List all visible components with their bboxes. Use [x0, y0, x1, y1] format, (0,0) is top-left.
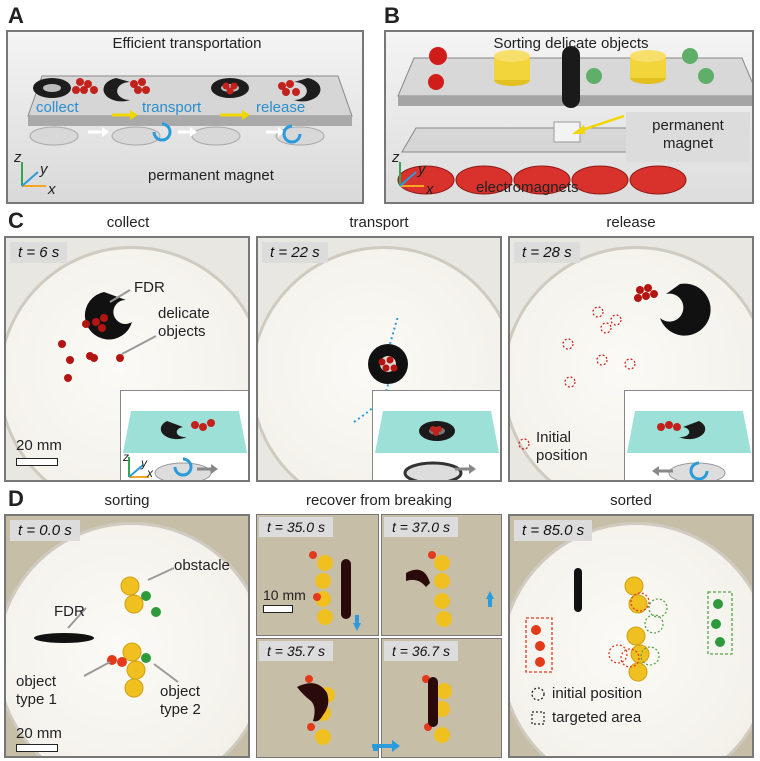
recover-d-scene: [422, 675, 452, 743]
callout-line1: permanent: [652, 117, 724, 134]
panel-c-frame-transport: t = 22 s: [256, 236, 502, 482]
b-axis-z-label: z: [392, 149, 400, 166]
electromagnets-label: electromagnets: [476, 179, 579, 196]
d-sorting-time: t = 0.0 s: [10, 520, 80, 541]
c1-inset-drawing: [121, 391, 248, 480]
c1-inset: z y x: [120, 390, 248, 480]
permanent-magnet-label: permanent magnet: [148, 167, 274, 184]
c2-time: t = 22 s: [262, 242, 328, 263]
recover-time-c: t = 35.7 s: [259, 641, 333, 661]
permanent-magnet-callout: permanent magnet: [626, 112, 750, 162]
axis-x-label: x: [48, 181, 56, 198]
legend-targeted-area: targeted area: [552, 709, 642, 726]
d-fdr-label: FDR: [54, 603, 85, 620]
initial-position-line1: Initial: [536, 429, 572, 446]
axis-z-label: z: [14, 149, 22, 166]
c2-inset: [372, 390, 500, 480]
recover-frame-d: t = 36.7 s: [381, 638, 502, 758]
c-scale-bar: [16, 458, 58, 466]
recover-frame-a: t = 35.0 s 10 mm: [256, 514, 379, 636]
c-inset-axis-x: x: [147, 466, 153, 480]
d-scale-20-bar: [16, 744, 58, 752]
c3-inset: [624, 390, 752, 480]
recover-time-b: t = 37.0 s: [384, 517, 458, 537]
c3-time: t = 28 s: [514, 242, 580, 263]
obstacle-label: obstacle: [174, 557, 230, 574]
callout-line2: magnet: [662, 135, 714, 152]
c1-objects-line1: delicate: [158, 305, 210, 322]
recover-c-scene: [297, 675, 378, 751]
c-scale-label: 20 mm: [16, 437, 62, 454]
panel-a-frame: Efficient transportation collect transpo…: [6, 30, 364, 204]
b-axis-y-label: y: [418, 161, 426, 178]
step-transport-label: transport: [142, 99, 202, 116]
panel-a-letter: A: [8, 3, 24, 28]
recover-frame-c: t = 35.7 s: [256, 638, 379, 758]
step-release-label: release: [256, 99, 306, 116]
release-scene: [518, 283, 711, 450]
b-axis-x-label: x: [426, 181, 434, 198]
panel-b-title: Sorting delicate objects: [493, 35, 649, 52]
type1-line2: type 1: [16, 691, 57, 708]
type2-line2: type 2: [160, 701, 201, 718]
transport-scene: [353, 315, 408, 423]
collect-scene: [58, 289, 157, 382]
recover-time-d: t = 36.7 s: [384, 641, 458, 661]
step-collect-label: collect: [36, 99, 79, 116]
d-scale-10-label: 10 mm: [263, 587, 306, 603]
c2-inset-drawing: [373, 391, 500, 480]
c3-inset-drawing: [625, 391, 752, 480]
panel-c-letter: C: [8, 208, 24, 233]
c1-objects-line2: objects: [158, 323, 206, 340]
c1-fdr-label: FDR: [134, 279, 165, 296]
panel-b-letter: B: [384, 3, 400, 28]
caption-collect: collect: [106, 214, 150, 231]
caption-release: release: [606, 214, 656, 231]
panel-a-title: Efficient transportation: [112, 35, 262, 52]
c1-time: t = 6 s: [10, 242, 68, 263]
d-scale-20-label: 20 mm: [16, 725, 62, 742]
panel-b-frame: Sorting delicate objects permanent magne…: [384, 30, 754, 204]
recover-time-a: t = 35.0 s: [259, 517, 333, 537]
right-arrow-icon: [372, 740, 400, 752]
initial-position-line2: position: [536, 447, 588, 464]
sorting-scene: [34, 567, 179, 698]
panel-c-frame-release: t = 28 s Initial position: [508, 236, 754, 482]
recover-b-scene: [406, 551, 494, 627]
c-inset-axis-z: z: [123, 450, 129, 464]
caption-recover: recover from breaking: [306, 492, 452, 509]
caption-sorting: sorting: [104, 492, 150, 509]
panel-d-frame-sorted: t = 85.0 s initial position targeted are…: [508, 514, 754, 758]
legend-initial-position: initial position: [552, 685, 643, 702]
type1-line1: object: [16, 673, 57, 690]
panel-a-illustration: [21, 75, 353, 187]
c-inset-axis-y: y: [141, 456, 147, 470]
panel-d-frame-sorting: t = 0.0 s FDR obstacle object type 1 obj…: [4, 514, 250, 758]
d-sorted-time: t = 85.0 s: [514, 520, 593, 541]
panel-d-letter: D: [8, 486, 24, 511]
panel-c-frame-collect: t = 6 s FDR delicate objects z y x 20 mm: [4, 236, 250, 482]
caption-transport: transport: [349, 214, 409, 231]
caption-sorted: sorted: [610, 492, 652, 509]
recover-a-scene: [309, 551, 361, 631]
recover-frame-b: t = 37.0 s: [381, 514, 502, 636]
axis-y-label: y: [40, 161, 48, 178]
type2-line1: object: [160, 683, 201, 700]
d-scale-10-bar: [263, 605, 293, 613]
sorted-scene: [525, 568, 733, 725]
